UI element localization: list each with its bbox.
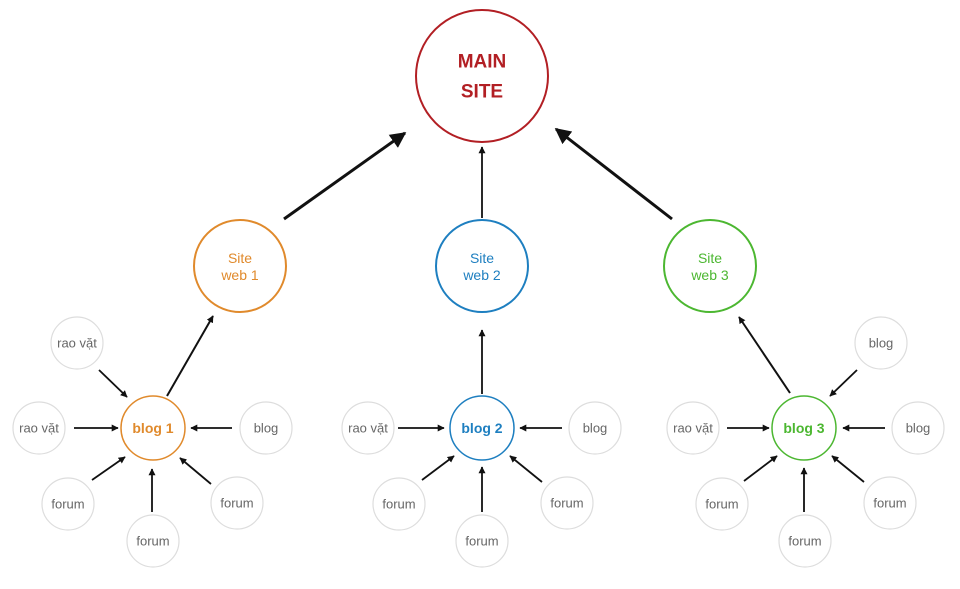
arrow-site1-to-main bbox=[283, 131, 407, 221]
leaf-circle bbox=[778, 514, 832, 568]
leaf-node: forum bbox=[455, 514, 509, 568]
main-site-label-line1: MAIN bbox=[458, 52, 507, 73]
leaf-label: blog bbox=[906, 421, 931, 436]
arrow-blog1-to-site1 bbox=[166, 315, 214, 397]
leaf-circle bbox=[210, 476, 264, 530]
leaf-label: blog bbox=[583, 421, 608, 436]
leaf-circle bbox=[50, 316, 104, 370]
site-web-3-label-line2: web 3 bbox=[690, 267, 729, 283]
blog-3-node: blog 3 bbox=[771, 395, 837, 461]
blog-2-node: blog 2 bbox=[449, 395, 515, 461]
leaf-node: blog bbox=[568, 401, 622, 455]
arrow-leaf-to-blog3 bbox=[829, 369, 858, 397]
leaf-circle bbox=[455, 514, 509, 568]
leaf-label: rao vặt bbox=[673, 421, 713, 436]
leaf-node: rao vặt bbox=[666, 401, 720, 455]
blog-1-circle bbox=[120, 395, 186, 461]
leaf-node: forum bbox=[778, 514, 832, 568]
leaf-node: blog bbox=[891, 401, 945, 455]
site-web-2-node: Site web 2 bbox=[435, 219, 529, 313]
leaf-label: rao vặt bbox=[19, 421, 59, 436]
site-web-1-circle bbox=[193, 219, 287, 313]
leaf-circle bbox=[341, 401, 395, 455]
blog-2-circle bbox=[449, 395, 515, 461]
leaf-label: forum bbox=[550, 496, 583, 511]
leaf-circle bbox=[863, 476, 917, 530]
site-web-1-label-line1: Site bbox=[228, 250, 252, 266]
leaf-label: forum bbox=[382, 497, 415, 512]
site-web-3-circle bbox=[663, 219, 757, 313]
leaf-node: rao vặt bbox=[50, 316, 104, 370]
site-web-1-node: Site web 1 bbox=[193, 219, 287, 313]
leaf-label: forum bbox=[220, 496, 253, 511]
blog-2-label: blog 2 bbox=[461, 420, 502, 436]
site-web-2-circle bbox=[435, 219, 529, 313]
arrow-leaf-to-blog1 bbox=[98, 369, 128, 398]
leaf-label: rao vặt bbox=[57, 336, 97, 351]
leaf-label: blog bbox=[869, 336, 894, 351]
main-site-node: MAIN SITE bbox=[415, 9, 549, 143]
site-web-2-label-line1: Site bbox=[470, 250, 494, 266]
arrow-leaf-to-blog2 bbox=[421, 455, 455, 481]
leaf-node: forum bbox=[372, 477, 426, 531]
arrow-leaf-to-blog1 bbox=[91, 456, 126, 481]
main-site-label-line2: SITE bbox=[461, 82, 503, 103]
leaf-node: rao vặt bbox=[341, 401, 395, 455]
arrow-blog3-to-site3 bbox=[738, 316, 791, 394]
blog-3-circle bbox=[771, 395, 837, 461]
blog-1-node: blog 1 bbox=[120, 395, 186, 461]
leaf-node: rao vặt bbox=[12, 401, 66, 455]
leaf-node: forum bbox=[695, 477, 749, 531]
leaf-node: forum bbox=[863, 476, 917, 530]
leaf-label: forum bbox=[705, 497, 738, 512]
leaf-label: blog bbox=[254, 421, 279, 436]
leaf-circle bbox=[891, 401, 945, 455]
leaf-node: blog bbox=[239, 401, 293, 455]
leaf-node: forum bbox=[210, 476, 264, 530]
leaf-label: forum bbox=[51, 497, 84, 512]
arrow-leaf-to-blog2 bbox=[509, 455, 543, 483]
main-site-circle bbox=[415, 9, 549, 143]
site-web-3-label-line1: Site bbox=[698, 250, 722, 266]
leaf-circle bbox=[540, 476, 594, 530]
leaf-circle bbox=[372, 477, 426, 531]
leaf-node: blog bbox=[854, 316, 908, 370]
site-web-2-label-line2: web 2 bbox=[462, 267, 501, 283]
leaf-circle bbox=[568, 401, 622, 455]
leaf-circle bbox=[41, 477, 95, 531]
leaf-label: rao vặt bbox=[348, 421, 388, 436]
blog-3-label: blog 3 bbox=[783, 420, 824, 436]
leaf-circle bbox=[126, 514, 180, 568]
site-web-1-label-line2: web 1 bbox=[220, 267, 259, 283]
leaf-circle bbox=[854, 316, 908, 370]
leaf-label: forum bbox=[465, 534, 498, 549]
blog-1-label: blog 1 bbox=[132, 420, 173, 436]
leaf-node: forum bbox=[41, 477, 95, 531]
arrow-site3-to-main bbox=[554, 127, 673, 221]
leaf-circle bbox=[12, 401, 66, 455]
leaf-label: forum bbox=[788, 534, 821, 549]
arrow-leaf-to-blog1 bbox=[179, 457, 212, 485]
leaf-circle bbox=[239, 401, 293, 455]
leaf-label: forum bbox=[136, 534, 169, 549]
arrow-leaf-to-blog3 bbox=[743, 455, 778, 482]
leaf-circle bbox=[666, 401, 720, 455]
leaf-node: forum bbox=[126, 514, 180, 568]
leaf-circle bbox=[695, 477, 749, 531]
leaf-node: forum bbox=[540, 476, 594, 530]
arrow-leaf-to-blog3 bbox=[831, 455, 865, 483]
site-web-3-node: Site web 3 bbox=[663, 219, 757, 313]
leaf-label: forum bbox=[873, 496, 906, 511]
